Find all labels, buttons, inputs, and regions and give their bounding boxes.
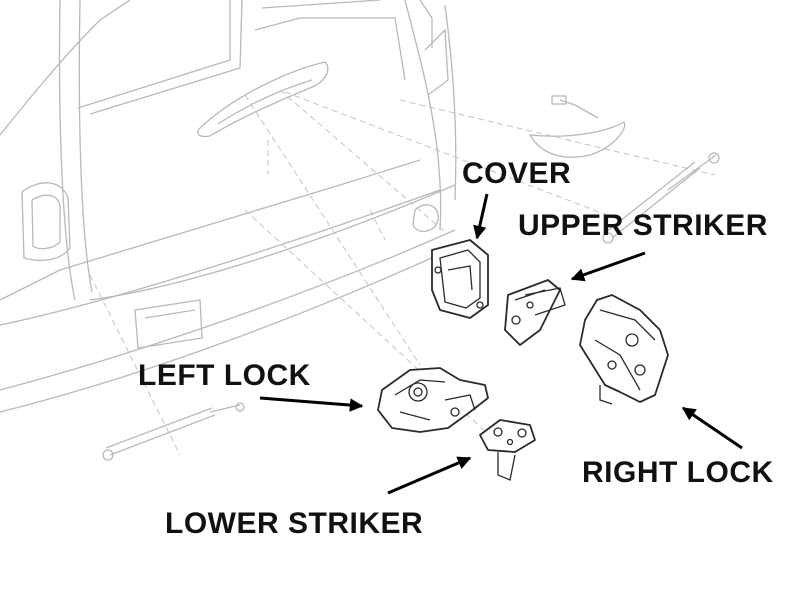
cover-arrow <box>473 193 489 240</box>
right-lock-arrow <box>681 406 743 450</box>
lower-striker-label: LOWER STRIKER <box>165 507 424 540</box>
lower-striker-part <box>479 419 536 481</box>
upper-striker-label: UPPER STRIKER <box>518 209 768 242</box>
leader-lines <box>89 89 716 456</box>
vehicle-rear-outline <box>0 0 461 413</box>
upper-striker-part <box>504 279 566 346</box>
cover-part <box>431 239 489 319</box>
left-lock-label: LEFT LOCK <box>138 359 311 392</box>
gas-strut-left <box>102 402 245 461</box>
cover-label: COVER <box>462 157 572 190</box>
lower-striker-arrow <box>387 456 472 495</box>
tailgate-handle-switch <box>528 95 626 158</box>
upper-striker-arrow <box>570 251 646 282</box>
right-lock-part <box>579 294 669 405</box>
gas-strut-right <box>602 152 720 244</box>
left-lock-arrow <box>259 396 364 412</box>
left-lock-part <box>377 367 489 433</box>
right-lock-label: RIGHT LOCK <box>582 456 774 489</box>
